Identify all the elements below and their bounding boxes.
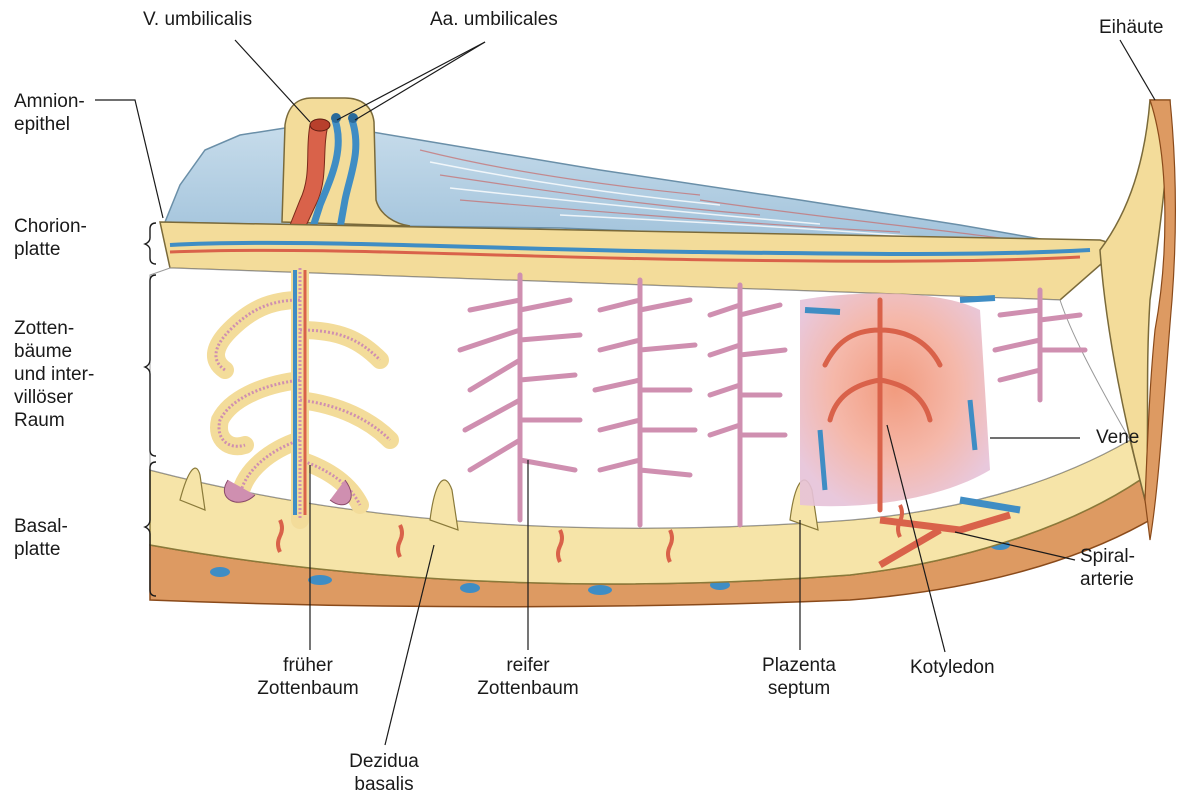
label-dezidua-basalis: Dezidua basalis bbox=[334, 750, 434, 796]
label-eihaeute: Eihäute bbox=[1099, 16, 1163, 39]
label-basalplatte: Basal- platte bbox=[14, 515, 68, 561]
label-zottenbaeume: Zotten- bäume und inter- villöser Raum bbox=[14, 317, 94, 432]
label-vene: Vene bbox=[1096, 426, 1139, 449]
label-chorionplatte: Chorion- platte bbox=[14, 215, 87, 261]
label-spiralarterie: Spiral- arterie bbox=[1080, 545, 1135, 591]
kotyledon-blood-flow bbox=[800, 293, 995, 510]
label-frueher-zottenbaum: früher Zottenbaum bbox=[243, 654, 373, 700]
label-amnionepithel: Amnion- epithel bbox=[14, 90, 85, 136]
label-plazenta-septum: Plazenta septum bbox=[744, 654, 854, 700]
label-v-umbilicalis: V. umbilicalis bbox=[143, 8, 252, 31]
label-aa-umbilicales: Aa. umbilicales bbox=[430, 8, 558, 31]
label-reifer-zottenbaum: reifer Zottenbaum bbox=[463, 654, 593, 700]
label-kotyledon: Kotyledon bbox=[910, 656, 995, 679]
